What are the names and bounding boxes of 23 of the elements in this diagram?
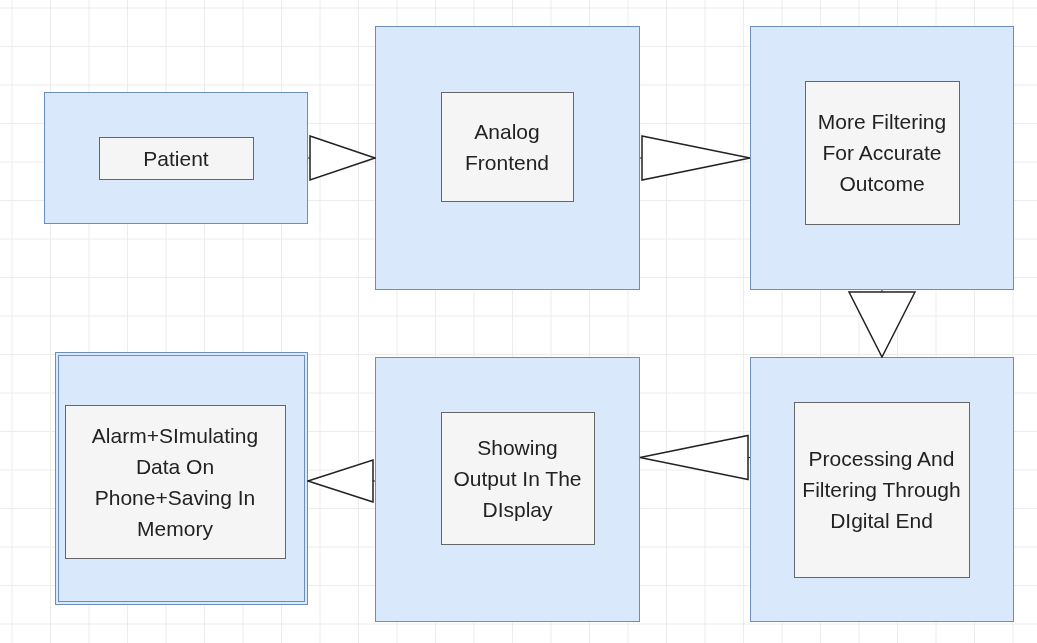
box-label: Alarm+SImulating Data On Phone+Saving In Memory (90, 422, 260, 542)
process-box (64, 404, 286, 559)
block-box (375, 26, 640, 290)
process-box (440, 411, 595, 545)
box-label: Patient (142, 145, 210, 172)
arrow (848, 289, 916, 358)
arrow (307, 459, 376, 503)
box-label: Showing Output In The DIsplay (452, 434, 583, 523)
block-box (44, 92, 308, 224)
arrow (639, 434, 751, 481)
box-label: Analog Frontend (463, 118, 551, 176)
process-box (793, 401, 970, 578)
box-label: Processing And Filtering Through DIgital End (801, 446, 962, 534)
arrow (307, 135, 376, 181)
process-box (98, 136, 254, 180)
block-box (750, 26, 1014, 290)
block-box (375, 357, 640, 622)
process-box (804, 80, 960, 225)
block-box (750, 357, 1014, 622)
arrow (639, 135, 751, 181)
process-box (440, 91, 574, 202)
block-box (55, 352, 308, 605)
box-label: More Filtering For Accurate Outcome (816, 109, 948, 197)
